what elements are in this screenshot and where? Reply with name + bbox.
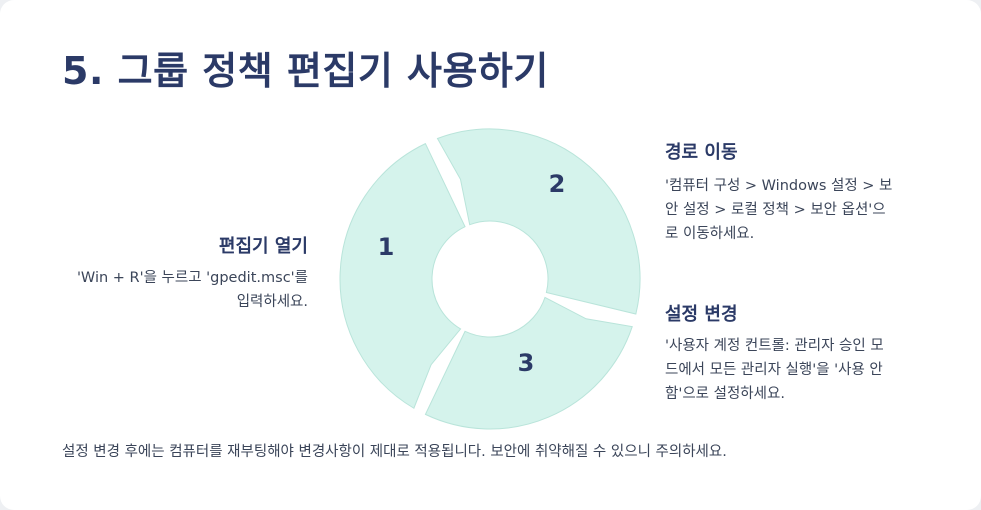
step-1-line-2: 입력하세요. [236, 294, 308, 310]
footer-note: 설정 변경 후에는 컴퓨터를 재부팅해야 변경사항이 제대로 적용됩니다. 보안… [62, 444, 727, 460]
step-1-heading: 편집기 열기 [218, 236, 308, 257]
step-2-line-3: 로 이동하세요. [665, 226, 755, 242]
step-1-line-1: 'Win + R'을 누르고 'gpedit.msc'를 [76, 270, 308, 286]
cycle-step-number-1: 1 [378, 233, 395, 261]
step-3-line-2: 드에서 모든 관리자 실행'을 '사용 안 [665, 362, 883, 378]
page-title: 5. 그룹 정책 편집기 사용하기 [62, 49, 549, 93]
cycle-step-number-2: 2 [549, 170, 566, 198]
step-2-heading: 경로 이동 [665, 142, 738, 163]
step-2-line-1: '컴퓨터 구성 > Windows 설정 > 보 [665, 178, 893, 194]
cycle-segment-2 [436, 128, 641, 315]
step-1-description: 'Win + R'을 누르고 'gpedit.msc'를 입력하세요. [48, 266, 308, 314]
step-3-description: '사용자 계정 컨트롤: 관리자 승인 모 드에서 모든 관리자 실행'을 '사… [665, 334, 920, 406]
step-2-description: '컴퓨터 구성 > Windows 설정 > 보 안 설정 > 로컬 정책 > … [665, 174, 915, 246]
cycle-segment-1 [339, 142, 466, 409]
cycle-diagram: 1 2 3 [339, 128, 641, 430]
step-2-line-2: 안 설정 > 로컬 정책 > 보안 옵션'으 [665, 202, 886, 218]
cycle-segment-3 [424, 296, 633, 430]
step-3-line-1: '사용자 계정 컨트롤: 관리자 승인 모 [665, 338, 884, 354]
step-3-line-3: 함'으로 설정하세요. [665, 386, 785, 402]
cycle-segments [339, 128, 641, 430]
cycle-step-numbers: 1 2 3 [378, 170, 566, 377]
cycle-step-number-3: 3 [518, 349, 535, 377]
step-3-heading: 설정 변경 [665, 304, 738, 325]
